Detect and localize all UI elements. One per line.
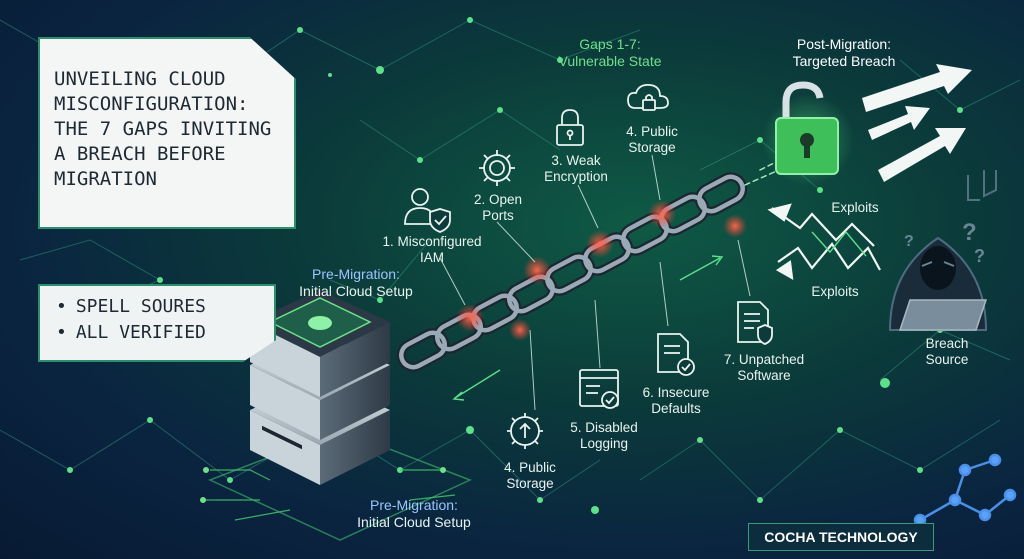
gap-label-line: Ports: [482, 208, 514, 223]
breach-source-label: Breach Source: [912, 336, 982, 368]
title-line: UNVEILING CLOUD: [54, 68, 226, 90]
server-stack: [200, 290, 472, 541]
pre-migration-upper-line2: Initial Cloud Setup: [299, 283, 413, 299]
gear-upload-icon: [507, 413, 543, 449]
svg-text:?: ?: [904, 233, 914, 250]
pre-migration-lower-line1: Pre-Migration:: [370, 497, 458, 513]
gap-label-line: 6. Insecure: [642, 385, 710, 400]
title-line: MISCONFIGURATION:: [54, 93, 249, 115]
pre-migration-lower: Pre-Migration: Initial Cloud Setup: [344, 497, 484, 531]
gaps-header-line2: Vulnerable State: [558, 53, 662, 69]
gap-label-iam: 1. Misconfigured IAM: [370, 234, 494, 266]
svg-text:?: ?: [974, 246, 985, 266]
window-check-icon: [579, 369, 619, 409]
direction-arrows: [452, 255, 724, 401]
breach-arrows: [862, 64, 972, 182]
user-shield-icon: [404, 188, 451, 233]
gap-label-public-storage-lower: 4. Public Storage: [490, 460, 570, 492]
gap-label-open-ports: 2. Open Ports: [458, 192, 538, 224]
post-migration-line1: Post-Migration:: [796, 36, 892, 52]
page-title: UNVEILING CLOUD MISCONFIGURATION: THE 7 …: [54, 67, 271, 192]
gap-label-line: 4. Public: [626, 124, 678, 139]
gap-label-line: Logging: [579, 436, 629, 451]
gap-label-line: Encryption: [544, 169, 608, 184]
gap-label-line: Software: [737, 368, 791, 383]
post-migration-header: Post-Migration: Targeted Breach: [764, 36, 924, 70]
pre-migration-lower-line2: Initial Cloud Setup: [357, 514, 471, 530]
cloud-lock-icon: [627, 84, 669, 111]
svg-text:?: ?: [962, 219, 977, 246]
gap-label-line: 4. Public: [504, 460, 556, 475]
gap-label-line: 2. Open: [473, 192, 523, 207]
decor-molecule-right: [913, 453, 1017, 527]
gaps-header-line1: Gaps 1-7:: [579, 36, 641, 52]
document-shield-icon: [737, 301, 773, 345]
breach-sparks: [456, 200, 747, 341]
checklist-item: ALL VERIFIED: [56, 320, 274, 346]
gap-label-insecure-defaults: 6. Insecure Defaults: [632, 385, 720, 417]
gap-label-line: Storage: [506, 476, 554, 491]
gap-label-public-storage-upper: 4. Public Storage: [612, 124, 692, 156]
title-line: MIGRATION: [54, 168, 157, 190]
exploit-bolts: [767, 203, 881, 281]
checklist-item: SPELL SOURES: [56, 294, 274, 320]
breach-source-line: Source: [925, 352, 969, 367]
breach-source-line: Breach: [925, 336, 969, 351]
gap-label-line: Defaults: [651, 401, 701, 416]
open-padlock-icon: [762, 81, 854, 186]
pre-migration-upper-line1: Pre-Migration:: [312, 266, 400, 282]
gap-label-line: IAM: [419, 250, 444, 265]
gear-icon: [479, 150, 515, 186]
pre-migration-upper: Pre-Migration: Initial Cloud Setup: [290, 266, 422, 300]
post-migration-line2: Targeted Breach: [792, 53, 896, 69]
gap-label-unpatched-software: 7. Unpatched Software: [712, 352, 816, 384]
gap-label-line: 1. Misconfigured: [382, 234, 482, 249]
brand-badge: COCHA TECHNOLOGY: [748, 523, 934, 551]
gap-label-line: 5. Disabled: [570, 420, 638, 435]
gap-label-weak-encryption: 3. Weak Encryption: [530, 153, 622, 185]
gap-label-disabled-logging: 5. Disabled Logging: [558, 420, 650, 452]
gap-label-line: Storage: [628, 140, 676, 155]
exploits-upper-label: Exploits: [831, 200, 879, 215]
checklist-card: SPELL SOURES ALL VERIFIED: [38, 284, 276, 362]
title-card: UNVEILING CLOUD MISCONFIGURATION: THE 7 …: [38, 37, 296, 229]
corner-logo-icon: [967, 170, 997, 201]
gaps-header: Gaps 1-7: Vulnerable State: [538, 36, 682, 70]
gap-label-line: 3. Weak: [551, 153, 601, 168]
title-line: A BREACH BEFORE: [54, 143, 226, 165]
lock-icon: [556, 109, 584, 146]
document-check-icon: [657, 333, 695, 376]
exploits-lower-label: Exploits: [811, 284, 859, 299]
gap-label-line: 7. Unpatched: [723, 352, 805, 367]
leader-lines: [439, 154, 751, 411]
title-line: THE 7 GAPS INVITING: [54, 118, 272, 140]
hacker-figure-icon: ? ? ?: [888, 219, 988, 331]
